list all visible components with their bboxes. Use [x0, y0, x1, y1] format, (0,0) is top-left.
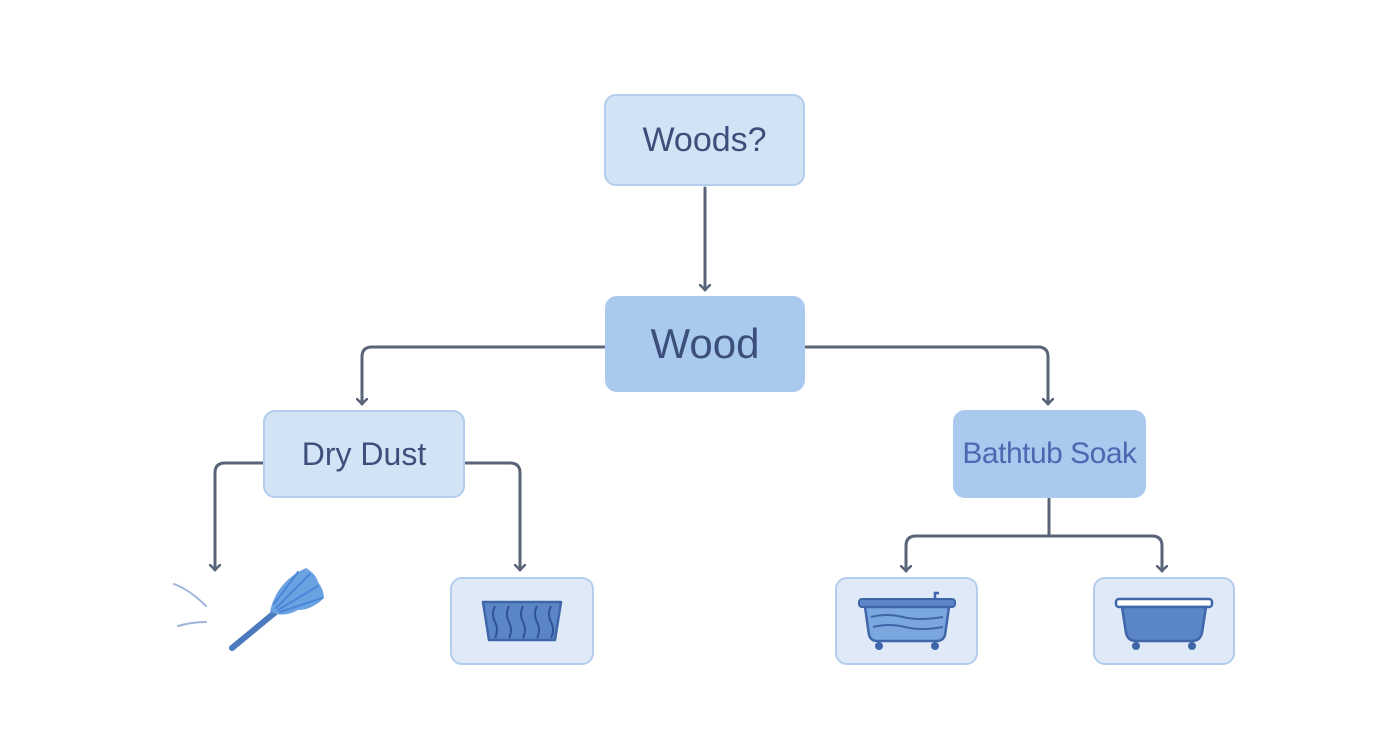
bathtub-water-leaf[interactable]: [835, 577, 978, 665]
bathtub-leaf[interactable]: [1093, 577, 1235, 665]
wood-node[interactable]: Wood: [605, 296, 805, 392]
connector-dry-dust-to-duster: [215, 461, 265, 572]
bathtub-soak-node-label: Bathtub Soak: [962, 437, 1137, 470]
bathtub-soak-node[interactable]: Bathtub Soak: [953, 410, 1146, 498]
feather-duster-icon: [173, 568, 324, 651]
connector-wood-to-bathtub-soak: [804, 345, 1048, 406]
bathtub-water-icon: [857, 591, 956, 650]
connector-bath-to-tub1: [906, 534, 1051, 573]
root-node[interactable]: Woods?: [604, 94, 805, 186]
cloth-icon: [481, 600, 563, 642]
cloth-leaf[interactable]: [450, 577, 594, 665]
root-node-label: Woods?: [642, 120, 767, 159]
wood-node-label: Wood: [650, 320, 760, 367]
bathtub-icon: [1114, 597, 1214, 650]
connector-dry-dust-to-cloth: [464, 461, 520, 572]
connector-wood-to-dry-dust: [362, 345, 606, 406]
dry-dust-node[interactable]: Dry Dust: [263, 410, 465, 498]
connector-bath-to-tub2: [1047, 534, 1162, 573]
dry-dust-node-label: Dry Dust: [301, 435, 427, 472]
